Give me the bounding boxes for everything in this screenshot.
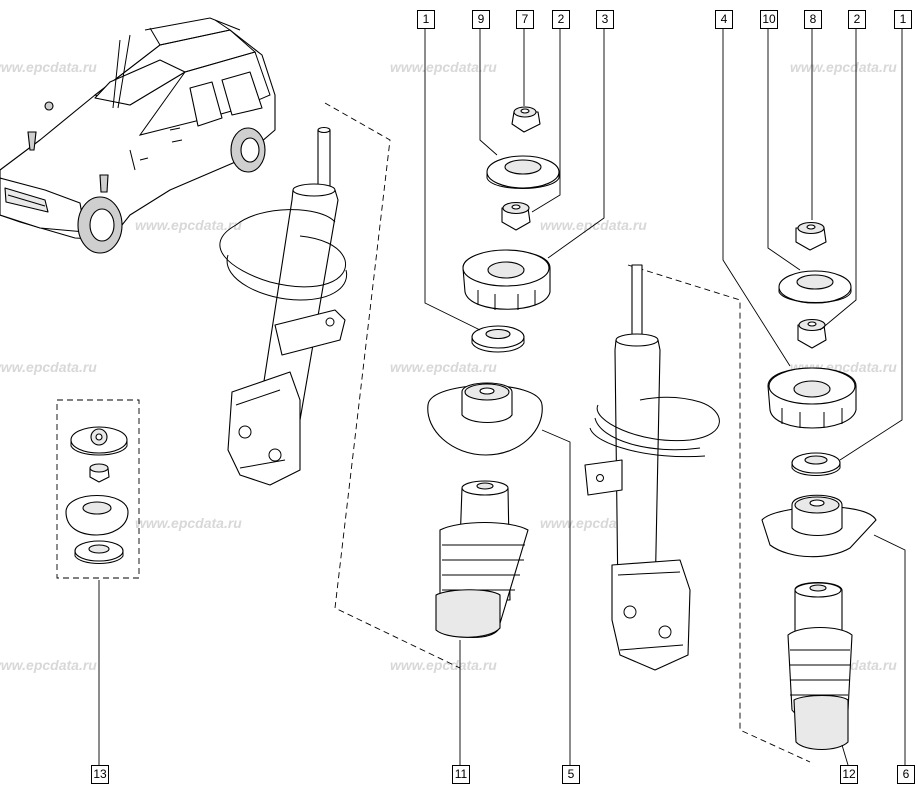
callout-9[interactable]: 9 — [472, 10, 490, 29]
callout-2-left[interactable]: 2 — [552, 10, 570, 29]
callout-1-top-right[interactable]: 1 — [894, 10, 912, 29]
inset-kit-13 — [56, 399, 140, 579]
vehicle-overview — [0, 17, 276, 254]
upper-mount-stack-left — [427, 106, 560, 638]
watermark-text: www.epcdata.ru — [0, 657, 97, 673]
callout-3[interactable]: 3 — [596, 10, 614, 29]
watermark-text: www.epcdata.ru — [790, 59, 897, 75]
callout-7[interactable]: 7 — [516, 10, 534, 29]
callout-4[interactable]: 4 — [715, 10, 733, 29]
leader-lines — [98, 28, 906, 766]
upper-mount-stack-right — [761, 221, 877, 751]
strut-assembly-left — [219, 102, 461, 669]
callout-10[interactable]: 10 — [760, 10, 778, 29]
callout-13[interactable]: 13 — [91, 765, 109, 784]
callout-8[interactable]: 8 — [804, 10, 822, 29]
watermark-text: www.epcdata.ru — [390, 657, 497, 673]
watermark-text: www.epcdata.ru — [135, 515, 242, 531]
callout-5[interactable]: 5 — [562, 765, 580, 784]
callout-12[interactable]: 12 — [840, 765, 858, 784]
strut-assembly-right — [584, 264, 811, 763]
watermark-text: www.epcdata.ru — [0, 59, 97, 75]
watermark-text: www.epcdata.ru — [390, 359, 497, 375]
callout-1-top-left[interactable]: 1 — [417, 10, 435, 29]
watermark-text: www.epcdata.ru — [135, 217, 242, 233]
callout-6[interactable]: 6 — [897, 765, 915, 784]
watermark-text: www.epcdata.ru — [390, 59, 497, 75]
watermark-text: www.epcdata.ru — [0, 359, 97, 375]
callout-11[interactable]: 11 — [452, 765, 470, 784]
callout-2-right[interactable]: 2 — [848, 10, 866, 29]
